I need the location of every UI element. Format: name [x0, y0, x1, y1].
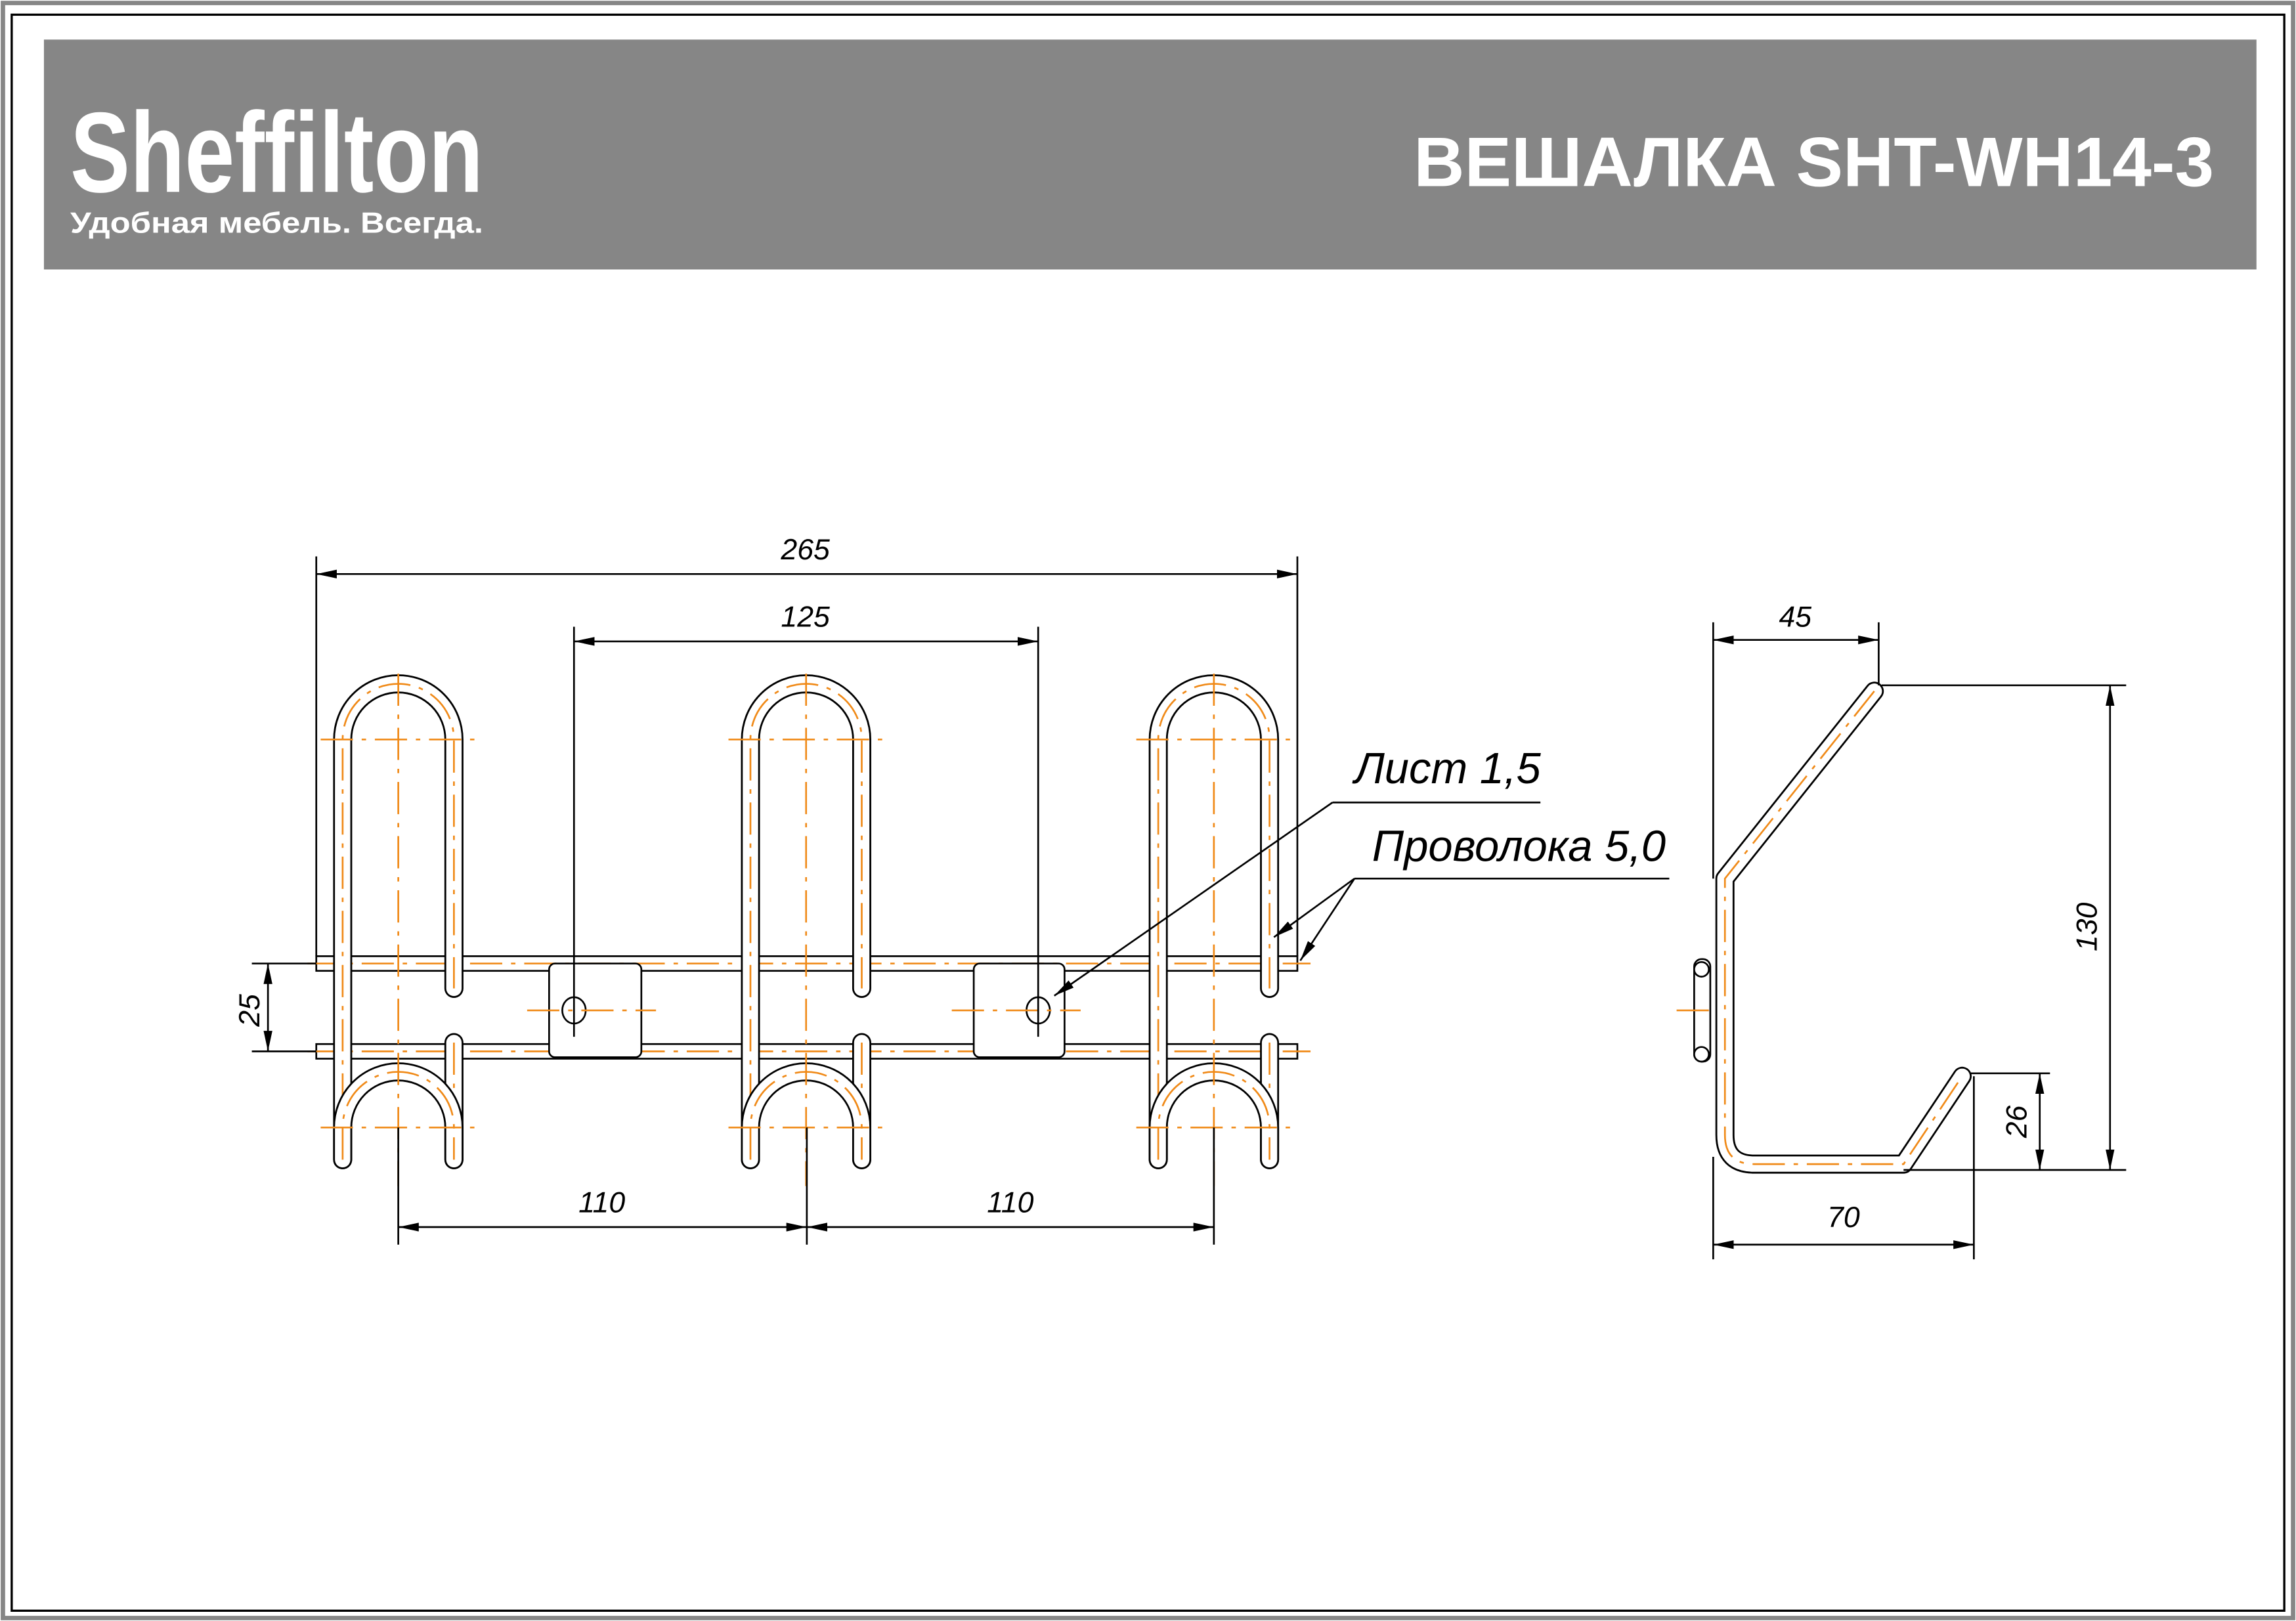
svg-text:Лист 1,5: Лист 1,5 — [1352, 744, 1542, 793]
svg-text:25: 25 — [234, 994, 266, 1027]
side-mount-plate — [1676, 958, 1728, 1063]
hook — [1136, 673, 1292, 1186]
dimension-45: 45 — [1712, 601, 1880, 879]
svg-text:70: 70 — [1827, 1201, 1860, 1234]
dimension-110-left: 110 — [397, 1127, 808, 1245]
dimension-70: 70 — [1712, 1076, 1975, 1260]
front-view: 265 125 25 110 110 Лис — [234, 534, 1670, 1245]
svg-text:45: 45 — [1779, 601, 1811, 634]
note-wire-diameter: Проволока 5,0 — [1273, 821, 1670, 961]
svg-text:130: 130 — [2071, 902, 2104, 951]
product-title: ВЕШАЛКА SHT-WH14-3 — [1414, 122, 2214, 201]
svg-text:110: 110 — [987, 1187, 1033, 1219]
dimension-130: 130 — [1881, 684, 2127, 1171]
hook — [728, 673, 884, 1186]
brand-tagline: Удобная мебель. Всегда. — [70, 207, 483, 240]
dimension-125: 125 — [573, 601, 1039, 1037]
hook — [320, 673, 476, 1186]
dimension-26: 26 — [1969, 1072, 2050, 1171]
dimension-110-right: 110 — [806, 1127, 1215, 1245]
svg-text:125: 125 — [781, 601, 830, 634]
side-view: 45 130 26 70 — [1676, 601, 2127, 1260]
side-wire-profile — [1715, 681, 1972, 1174]
svg-text:Проволока 5,0: Проволока 5,0 — [1372, 821, 1666, 871]
svg-text:265: 265 — [780, 534, 830, 566]
brand-logo: Sheffilton — [70, 89, 483, 216]
dimension-265: 265 — [315, 534, 1299, 957]
svg-text:110: 110 — [578, 1187, 625, 1219]
header-banner: Sheffilton Удобная мебель. Всегда. ВЕШАЛ… — [43, 39, 2257, 270]
inner-frame — [11, 13, 2285, 1612]
svg-text:26: 26 — [2001, 1105, 2033, 1138]
dimension-25: 25 — [234, 962, 316, 1052]
note-sheet-thickness: Лист 1,5 — [1054, 744, 1542, 997]
